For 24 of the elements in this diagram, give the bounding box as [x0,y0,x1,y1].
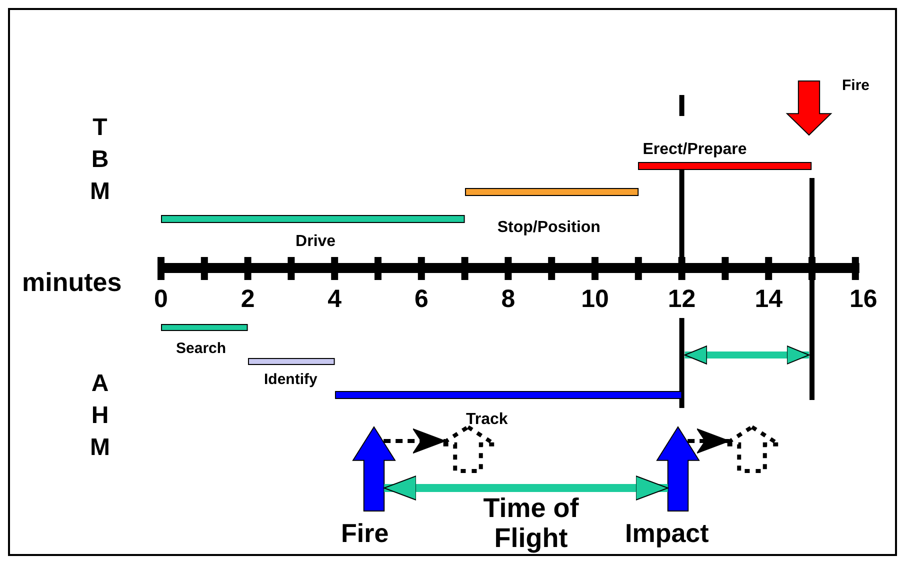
bar-label: Drive [296,233,336,251]
arrow [688,428,730,454]
bar-label: Identify [264,372,318,388]
row-label: A H M [89,369,111,463]
arrow [384,476,668,500]
tick-label: 12 [666,286,697,314]
tick-label: 14 [754,286,784,314]
tick-label: 10 [580,286,610,314]
arrow [384,428,446,454]
bar-label: Track [466,411,508,429]
tick-label: 8 [500,286,516,314]
event-label: Impact [625,519,709,548]
axis-title: minutes [22,268,122,297]
tick-label: 4 [326,286,343,314]
tick-label: 16 [848,286,878,314]
bar-label: Stop/Position [497,219,600,237]
event-label: Fire [842,78,870,94]
bar-label: Erect/Prepare [642,141,747,159]
tick-label: 2 [240,286,256,314]
tick-label: 6 [413,286,430,314]
tick-label: 0 [153,286,169,314]
row-label: T B M [89,113,111,207]
event-label: Fire [341,519,389,548]
bar-label: Search [176,341,226,358]
